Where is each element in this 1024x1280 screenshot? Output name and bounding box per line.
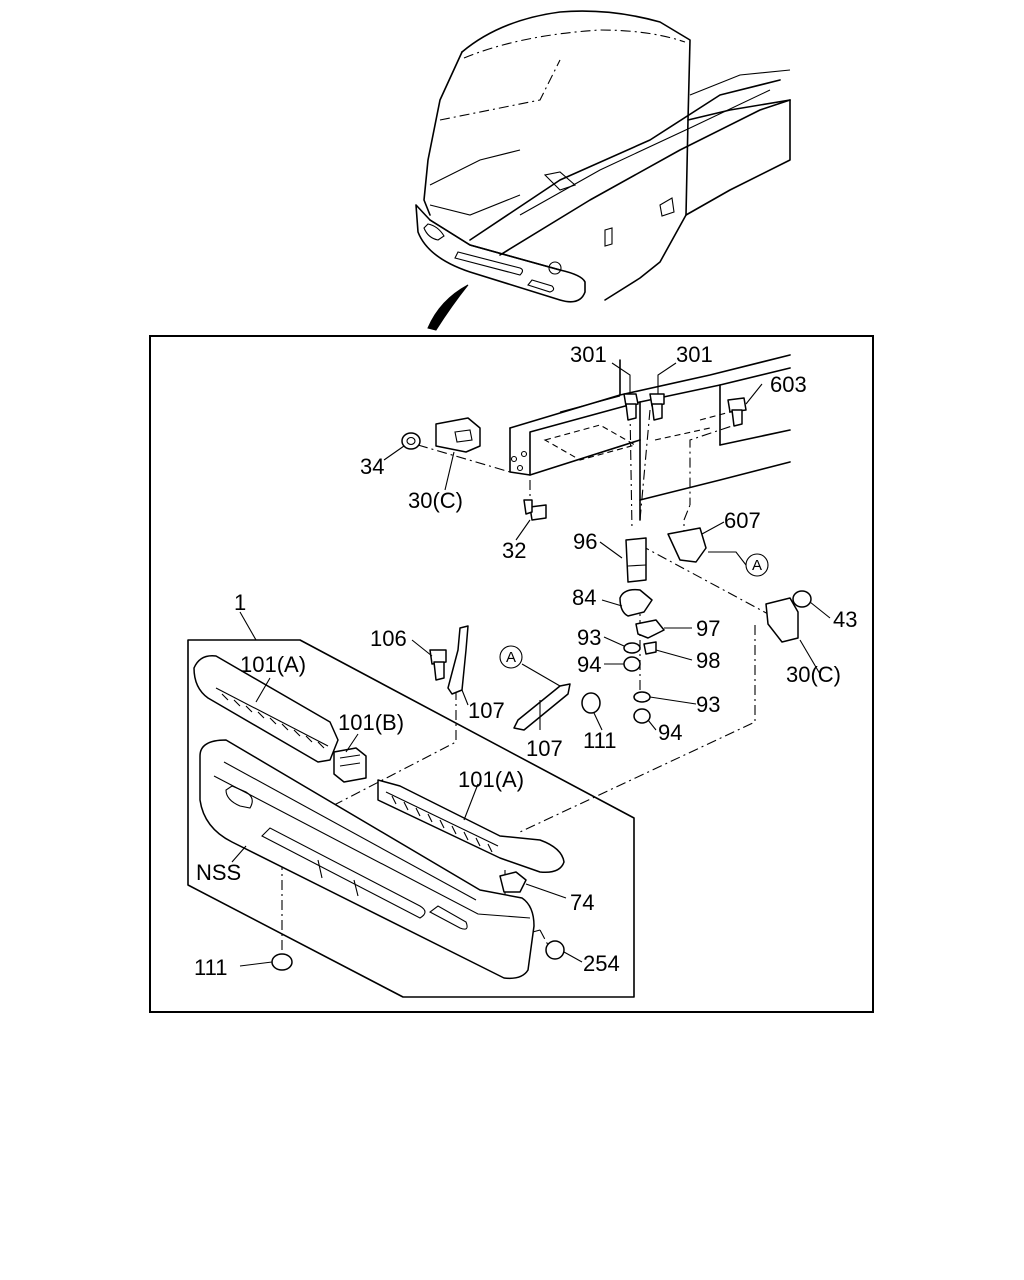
truck-overview-illustration — [415, 10, 791, 331]
bumper-cover-101a-left — [193, 655, 339, 763]
label-30c-right: 30(C) — [786, 662, 841, 687]
label-98: 98 — [696, 648, 720, 673]
label-107b: 107 — [526, 736, 563, 761]
clip-74 — [499, 871, 527, 893]
label-93b: 93 — [696, 692, 720, 717]
label-301b: 301 — [676, 342, 713, 367]
part-97 — [635, 619, 665, 639]
bolt-32 — [523, 499, 547, 521]
label-34: 34 — [360, 454, 384, 479]
ref-marker-a-right-label: A — [752, 557, 762, 574]
washer-93b — [633, 691, 651, 703]
bracket-30c-left — [435, 417, 481, 453]
label-84: 84 — [572, 585, 596, 610]
bumper-cover-101a-right — [377, 779, 565, 874]
label-111a: 111 — [583, 728, 616, 753]
label-106: 106 — [370, 626, 407, 651]
nut-111a — [581, 692, 601, 714]
label-1: 1 — [234, 590, 246, 615]
label-111b: 111 — [194, 955, 227, 980]
bracket-607 — [667, 527, 707, 563]
nut-34 — [401, 432, 421, 450]
ref-marker-a-left-label: A — [506, 649, 516, 666]
label-30c-left: 30(C) — [408, 488, 463, 513]
leader-lines — [231, 362, 831, 967]
chassis-frame — [509, 354, 791, 521]
label-107a: 107 — [468, 698, 505, 723]
label-93a: 93 — [577, 625, 601, 650]
label-97: 97 — [696, 616, 720, 641]
nut-43 — [792, 590, 812, 608]
nut-94b — [633, 708, 651, 724]
part-84 — [619, 588, 653, 617]
hinge-96 — [625, 537, 647, 583]
detail-frame — [149, 335, 874, 1013]
label-32: 32 — [502, 538, 526, 563]
stay-107b — [513, 683, 571, 731]
label-603: 603 — [770, 372, 807, 397]
nut-94a — [623, 656, 641, 672]
label-94a: 94 — [577, 652, 601, 677]
label-607: 607 — [724, 508, 761, 533]
bolt-301b — [649, 393, 665, 421]
label-96: 96 — [573, 529, 597, 554]
label-nss: NSS — [196, 860, 241, 885]
label-43: 43 — [833, 607, 857, 632]
bumper-assembly-outline — [187, 639, 635, 998]
label-94b: 94 — [658, 720, 682, 745]
stay-107a — [447, 625, 469, 695]
bolt-603 — [727, 397, 747, 427]
ref-marker-a-left — [499, 645, 523, 669]
bracket-30c-right — [765, 597, 799, 643]
part-98 — [643, 641, 657, 655]
washer-93a — [623, 642, 641, 654]
part-labels: 301 301 603 34 30(C) 32 96 607 84 43 1 1… — [194, 342, 857, 980]
nut-111b — [271, 953, 293, 971]
bumper-main-1 — [199, 739, 535, 980]
label-101a-right: 101(A) — [458, 767, 524, 792]
bolt-301a — [623, 393, 639, 421]
label-254: 254 — [583, 951, 620, 976]
nut-254 — [545, 940, 565, 960]
bolt-106 — [429, 649, 447, 681]
label-301a: 301 — [570, 342, 607, 367]
label-101a-left: 101(A) — [240, 652, 306, 677]
label-101b: 101(B) — [338, 710, 404, 735]
label-74: 74 — [570, 890, 594, 915]
